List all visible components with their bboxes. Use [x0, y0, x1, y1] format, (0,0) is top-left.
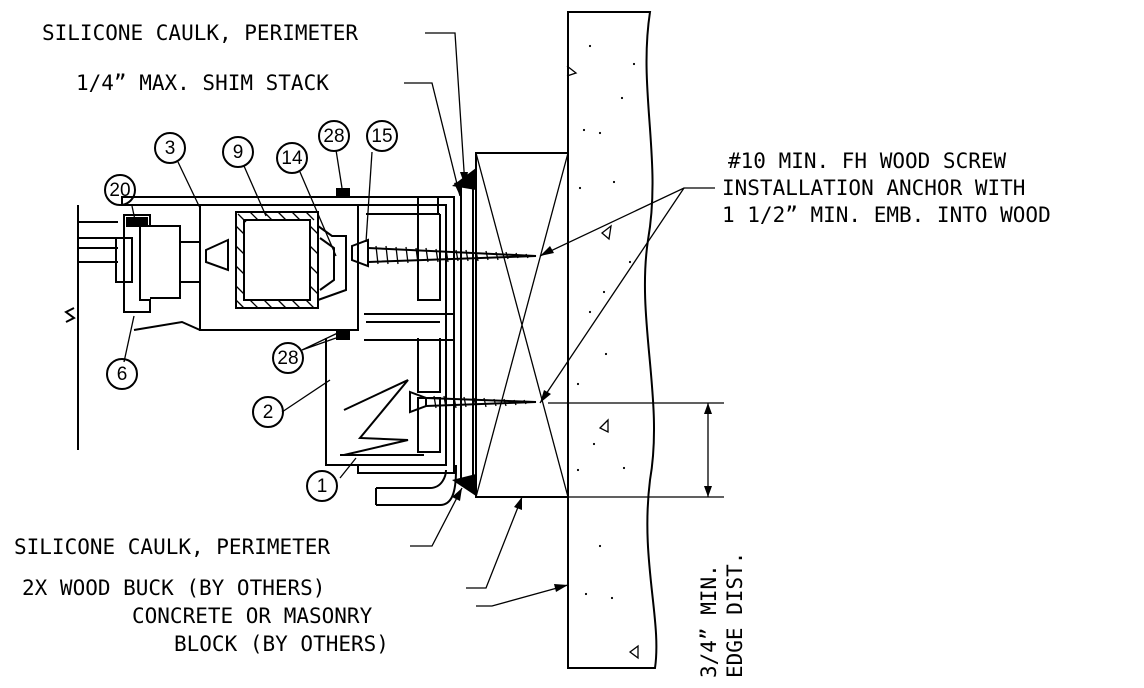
note-wood-buck: 2X WOOD BUCK (BY OTHERS) [22, 576, 325, 600]
caulk-bead-bottom [452, 474, 476, 496]
callout-1: 1 [306, 470, 338, 502]
note-edge-distance-2: EDGE DIST. [723, 552, 747, 678]
note-edge-distance-1: 3/4” MIN. [697, 564, 721, 678]
glass-unit [64, 205, 133, 450]
note-screw-line-1: #10 MIN. FH WOOD SCREW [728, 149, 1007, 173]
gasket-top [336, 188, 350, 198]
svg-text:6: 6 [117, 364, 128, 385]
svg-text:20: 20 [109, 180, 130, 201]
callout-leaders [123, 149, 373, 479]
callout-14: 14 [276, 142, 308, 174]
concrete-block [566, 11, 658, 669]
note-block-line-1: CONCRETE OR MASONRY [132, 604, 373, 628]
callout-15: 15 [366, 120, 398, 152]
edge-distance-dimension [548, 402, 724, 498]
callout-9: 9 [222, 136, 254, 168]
callout-20: 20 [104, 174, 136, 206]
svg-text:28: 28 [277, 348, 298, 369]
callout-6: 6 [106, 358, 138, 390]
svg-text:14: 14 [281, 148, 303, 169]
callout-2: 2 [252, 396, 284, 428]
shim-stack [460, 185, 474, 482]
note-screw-line-2: INSTALLATION ANCHOR WITH [722, 176, 1025, 200]
anchor-screw-top [351, 238, 537, 268]
svg-text:1: 1 [317, 476, 328, 497]
svg-text:3: 3 [165, 138, 176, 159]
gasket-bottom [336, 330, 350, 340]
wood-buck [475, 152, 569, 498]
callout-28-top: 28 [318, 120, 350, 152]
glazing-sash [123, 214, 229, 331]
note-caulk-bottom: SILICONE CAULK, PERIMETER [14, 535, 330, 559]
anchor-screw-bottom [409, 390, 537, 414]
callout-28-bottom: 28 [272, 342, 304, 374]
svg-text:2: 2 [263, 402, 274, 423]
note-caulk-top: SILICONE CAULK, PERIMETER [42, 21, 358, 45]
svg-text:9: 9 [233, 142, 244, 163]
note-shim-stack: 1/4” MAX. SHIM STACK [76, 71, 329, 95]
leader-lines [404, 32, 715, 607]
svg-text:28: 28 [323, 126, 344, 147]
note-block-line-2: BLOCK (BY OTHERS) [174, 632, 389, 656]
callout-3: 3 [154, 132, 186, 164]
reinforcement-tube [235, 211, 347, 309]
svg-text:15: 15 [371, 126, 392, 147]
note-screw-line-3: 1 1/2” MIN. EMB. INTO WOOD [722, 203, 1051, 227]
